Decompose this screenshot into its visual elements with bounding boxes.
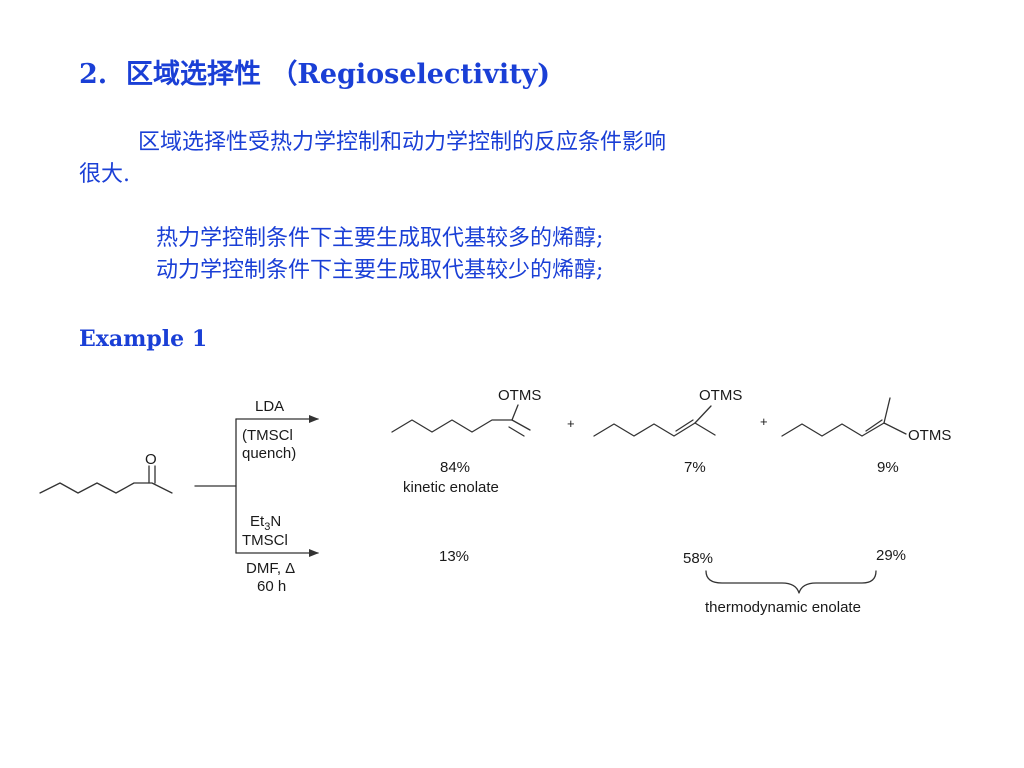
ketone-oxygen: O bbox=[145, 451, 157, 468]
intro-paragraph-line1: 区域选择性受热力学控制和动力学控制的反应条件影响 bbox=[138, 130, 667, 155]
product2-o-bond bbox=[694, 405, 712, 424]
condition-tmscl-2: TMSCl bbox=[242, 532, 288, 549]
condition-time: 60 h bbox=[257, 578, 286, 595]
condition-et3n: Et3N bbox=[250, 513, 281, 533]
product1-o-bond bbox=[511, 404, 519, 421]
product3-double-bond bbox=[865, 419, 883, 432]
product2-chain bbox=[593, 422, 716, 437]
starting-ketone-chain bbox=[39, 482, 173, 494]
yield-top-3: 9% bbox=[877, 459, 899, 476]
title-english: （Regioselectivity) bbox=[270, 59, 551, 90]
condition-quench: quench) bbox=[242, 445, 296, 462]
product3-methyl bbox=[883, 397, 891, 424]
plus-2: + bbox=[760, 414, 768, 429]
title-chinese: 区域选择性 bbox=[126, 59, 261, 90]
example-label: Example 1 bbox=[79, 326, 208, 352]
thermodynamic-brace bbox=[705, 570, 877, 594]
condition-tmscl: (TMSCl bbox=[242, 427, 293, 444]
condition-dmf: DMF, Δ bbox=[246, 560, 295, 577]
product3-otms: OTMS bbox=[908, 427, 951, 444]
yield-top-2: 7% bbox=[684, 459, 706, 476]
thermo-rule: 热力学控制条件下主要生成取代基较多的烯醇; bbox=[156, 226, 604, 251]
yield-bottom-3: 29% bbox=[876, 547, 906, 564]
product2-double-bond bbox=[675, 419, 694, 432]
product3-chain bbox=[781, 422, 885, 437]
product1-otms: OTMS bbox=[498, 387, 541, 404]
product3-o-bond bbox=[883, 422, 907, 435]
plus-1: + bbox=[567, 416, 575, 431]
condition-lda: LDA bbox=[255, 398, 284, 415]
product2-otms: OTMS bbox=[699, 387, 742, 404]
page-title: 2. 区域选择性 （Regioselectivity) bbox=[79, 52, 550, 91]
product1-double-bond bbox=[511, 419, 531, 431]
product1-chain bbox=[391, 419, 513, 433]
kinetic-enolate-label: kinetic enolate bbox=[403, 479, 499, 496]
product1-double-bond-2 bbox=[508, 426, 525, 437]
kinetic-rule: 动力学控制条件下主要生成取代基较少的烯醇; bbox=[156, 258, 604, 283]
section-number: 2. bbox=[79, 59, 108, 90]
thermodynamic-enolate-label: thermodynamic enolate bbox=[705, 599, 861, 616]
yield-top-1: 84% bbox=[440, 459, 470, 476]
yield-bottom-1: 13% bbox=[439, 548, 469, 565]
yield-bottom-2: 58% bbox=[683, 550, 713, 567]
intro-paragraph-line2: 很大. bbox=[79, 162, 130, 187]
